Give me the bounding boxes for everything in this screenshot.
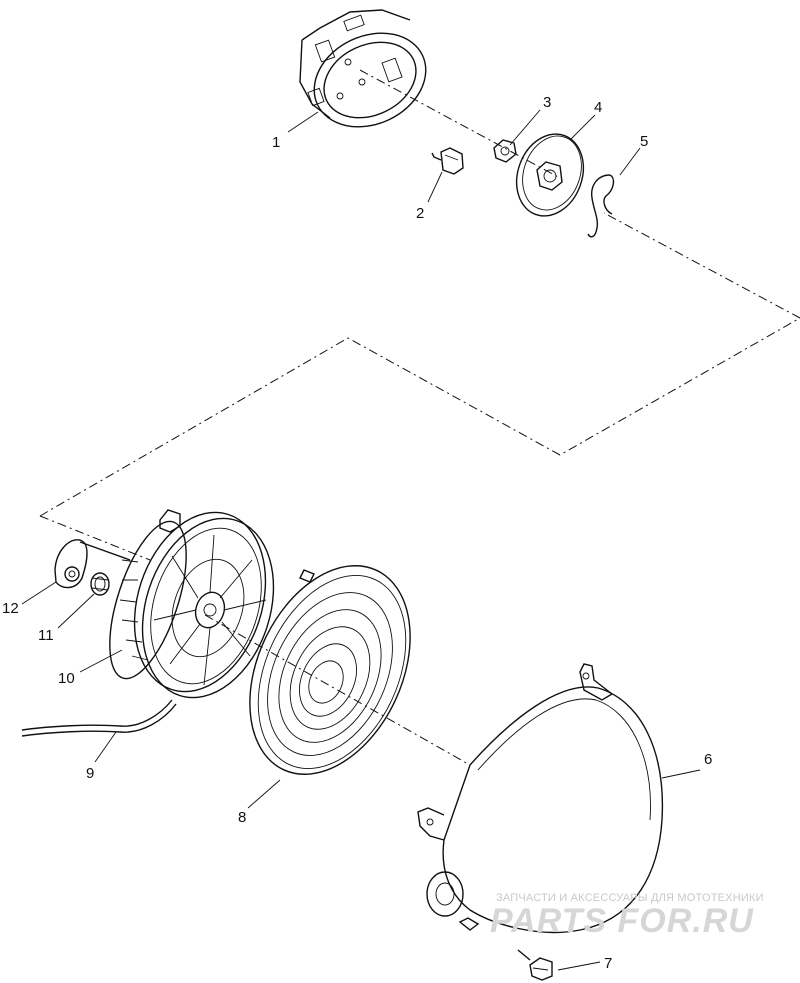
spring-clip-part-5 bbox=[587, 174, 615, 238]
starter-housing-part-6 bbox=[417, 663, 664, 934]
callout-labels: 1 2 3 4 5 6 7 8 9 10 11 12 bbox=[2, 94, 712, 972]
callout-8: 8 bbox=[238, 809, 246, 826]
starter-pulley-cup bbox=[299, 9, 427, 128]
watermark: ЗАПЧАСТИ И АКСЕССУАРЫ ДЛЯ МОТОТЕХНИКИ PA… bbox=[490, 892, 764, 940]
callout-12: 12 bbox=[2, 600, 19, 617]
callout-2: 2 bbox=[416, 205, 424, 222]
callout-4: 4 bbox=[594, 99, 602, 116]
small-spring-part-11 bbox=[90, 572, 110, 596]
bolt-part-2 bbox=[431, 147, 464, 175]
drive-plate-part-4 bbox=[515, 133, 585, 217]
callout-9: 9 bbox=[86, 765, 94, 782]
recoil-spring-part-8 bbox=[249, 565, 411, 775]
ratchet-pawl-part-12 bbox=[54, 539, 131, 589]
leader-lines bbox=[21, 109, 701, 971]
watermark-tagline: ЗАПЧАСТИ И АКСЕССУАРЫ ДЛЯ МОТОТЕХНИКИ bbox=[496, 892, 764, 904]
rope-reel-part-10 bbox=[109, 509, 275, 699]
callout-3: 3 bbox=[543, 94, 551, 111]
assembly-lines bbox=[39, 69, 800, 766]
callout-5: 5 bbox=[640, 133, 648, 150]
callout-1: 1 bbox=[272, 134, 280, 151]
starter-rope-part-9 bbox=[21, 699, 177, 737]
callout-7: 7 bbox=[604, 955, 612, 972]
callout-6: 6 bbox=[704, 751, 712, 768]
bolt-part-7 bbox=[517, 949, 553, 981]
callout-11: 11 bbox=[38, 627, 54, 644]
watermark-brand: PARTS FOR.RU bbox=[490, 902, 754, 940]
callout-10: 10 bbox=[58, 670, 75, 687]
nut-part-3 bbox=[493, 139, 517, 163]
